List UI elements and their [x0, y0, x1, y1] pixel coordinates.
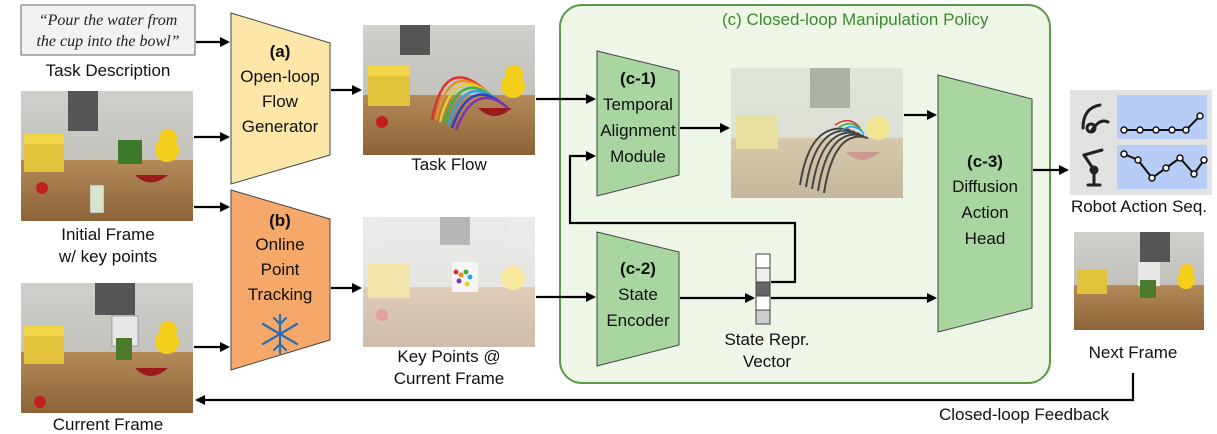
- module-c1-line1: Temporal: [603, 95, 673, 114]
- aligned-flow-image: [731, 68, 903, 198]
- module-c3-line1: Diffusion: [952, 177, 1018, 196]
- feedback-label: Closed-loop Feedback: [939, 405, 1110, 424]
- module-a-line3: Generator: [242, 117, 319, 136]
- task-flow-label: Task Flow: [411, 155, 487, 174]
- policy-group-title: (c) Closed-loop Manipulation Policy: [722, 10, 989, 29]
- initial-frame-label-line2: w/ key points: [58, 247, 157, 266]
- task-flow-image: [363, 25, 535, 155]
- current-frame-label: Current Frame: [53, 415, 164, 434]
- gripper-icon: [1081, 103, 1110, 134]
- module-a-shape: [230, 12, 331, 185]
- task-description-box: [20, 4, 196, 56]
- module-b-line2: Point: [261, 260, 300, 279]
- state-vector: [755, 253, 771, 325]
- module-c2-line1: State: [618, 285, 658, 304]
- next-frame-label: Next Frame: [1089, 343, 1178, 362]
- initial-frame-image: [21, 91, 193, 221]
- key-points-markers: [453, 269, 473, 287]
- current-frame-image: [21, 283, 193, 413]
- key-points-label-line2: Current Frame: [394, 369, 505, 388]
- module-b-line3: Tracking: [248, 285, 313, 304]
- robot-action-label: Robot Action Seq.: [1071, 197, 1207, 216]
- state-vector-label-line1: State Repr.: [724, 330, 809, 349]
- module-c2-line2: Encoder: [606, 311, 670, 330]
- module-c2-shape: [596, 231, 680, 367]
- module-c3-line3: Head: [965, 229, 1006, 248]
- key-points-label-line1: Key Points @: [397, 347, 500, 366]
- robot-action-panel: [1070, 90, 1212, 195]
- module-b-line1: Online: [255, 235, 304, 254]
- robot-arm-icon: [1082, 148, 1104, 187]
- task-quote-line1: “Pour the water from: [39, 12, 178, 29]
- next-frame-image: [1074, 232, 1204, 330]
- key-points-image: [363, 217, 535, 347]
- task-quote-line2: the cup into the bowl”: [36, 33, 179, 50]
- module-b-tag: (b): [269, 211, 291, 230]
- module-c1-line3: Module: [610, 147, 666, 166]
- module-c3-shape: [937, 74, 1033, 333]
- state-vector-label-line2: Vector: [743, 352, 792, 371]
- module-c2-tag: (c-2): [620, 259, 656, 278]
- module-c1-tag: (c-1): [620, 69, 656, 88]
- module-a-line1: Open-loop: [240, 67, 319, 86]
- module-a-line2: Flow: [262, 92, 299, 111]
- module-c1-line2: Alignment: [600, 121, 676, 140]
- snowflake-icon: [261, 313, 299, 355]
- module-c1-shape: [596, 50, 680, 197]
- initial-frame-label-line1: Initial Frame: [61, 225, 155, 244]
- module-c3-line2: Action: [961, 203, 1008, 222]
- module-a-tag: (a): [270, 42, 291, 61]
- module-c3-tag: (c-3): [967, 152, 1003, 171]
- task-description-label: Task Description: [46, 61, 171, 80]
- arrows: [194, 37, 1135, 405]
- module-b-shape: [230, 189, 331, 371]
